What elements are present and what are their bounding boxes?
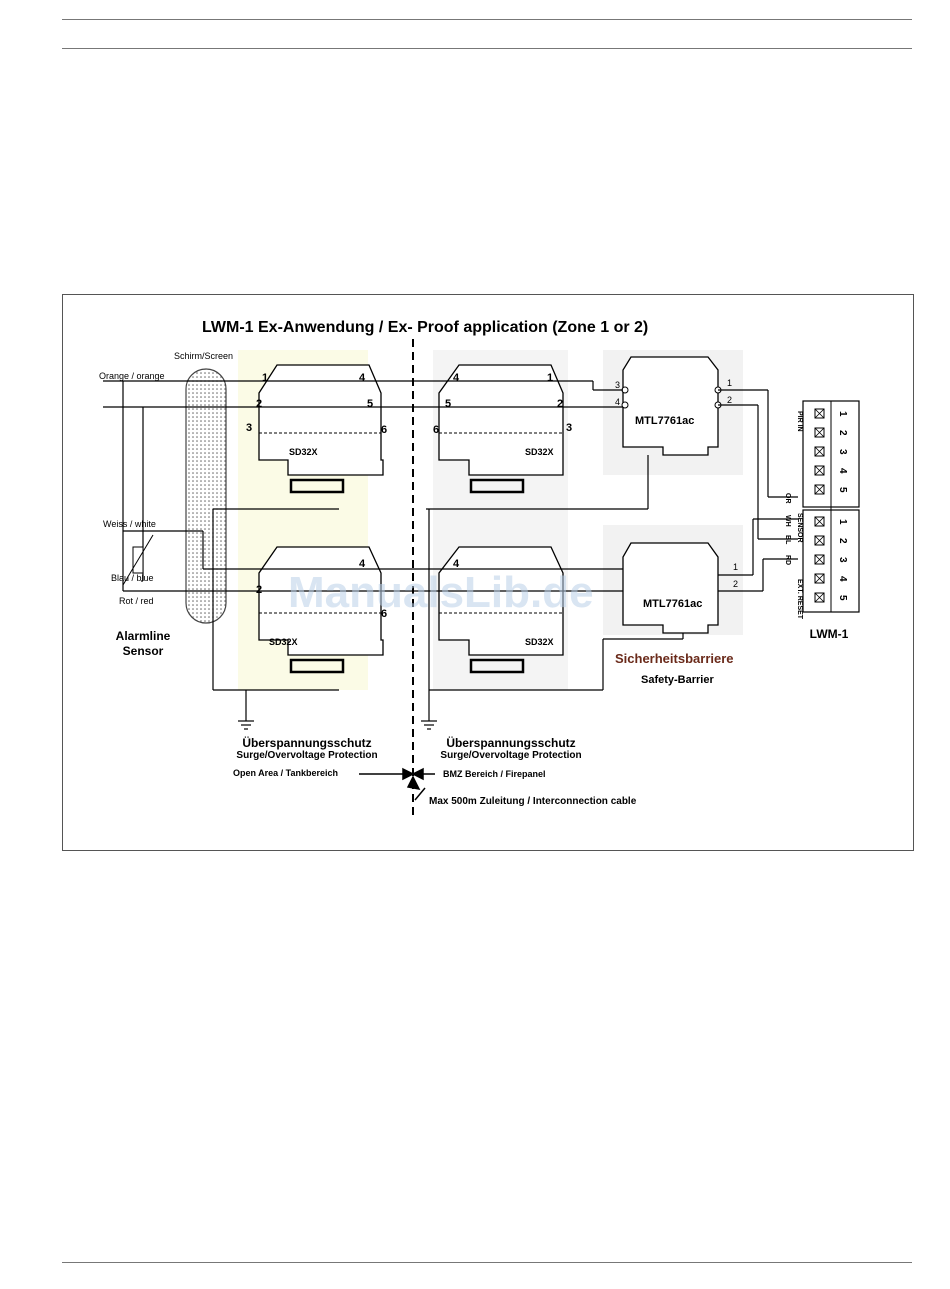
- terminal-number: 6: [381, 608, 387, 620]
- ground-symbols: [238, 715, 437, 730]
- lwm1-terminal-screw-icon: [814, 408, 825, 419]
- lwm1-wire-code: WH: [784, 515, 791, 527]
- diagram-title: LWM-1 Ex-Anwendung / Ex- Proof applicati…: [202, 319, 648, 336]
- surge-module-top-right: SD32X: [438, 364, 564, 494]
- barrier-caption-de: Sicherheitsbarriere: [615, 651, 734, 666]
- wiring-diagram: LWM-1 Ex-Anwendung / Ex- Proof applicati…: [99, 319, 860, 815]
- surge-caption-right-en: Surge/Overvoltage Protection: [440, 750, 581, 761]
- terminal-number: 5: [445, 398, 451, 410]
- terminal-number: 4: [453, 558, 460, 570]
- barrier-label: MTL7761ac: [643, 598, 702, 610]
- sensor-caption-line1: Alarmline: [116, 629, 171, 643]
- module-terminal-numbers: 1 2 3 4 5 6 4 5 6 1 2 3 4 2 6 4: [246, 372, 572, 620]
- surge-caption-left-en: Surge/Overvoltage Protection: [236, 750, 377, 761]
- lwm1-terminal-numbers: 1 2 3 4 5 1 2 3 4 5: [837, 411, 848, 601]
- sensor-caption-line2: Sensor: [123, 644, 164, 658]
- surge-caption-left-de: Überspannungsschutz: [242, 735, 371, 750]
- surge-module-label: SD32X: [525, 447, 554, 457]
- wiring-diagram-frame: LWM-1 Ex-Anwendung / Ex- Proof applicati…: [62, 294, 914, 851]
- terminal-number: 4: [453, 372, 460, 384]
- terminal-number: 2: [557, 398, 563, 410]
- lwm1-terminal-screw-icon: [814, 465, 825, 476]
- safety-barrier-bottom: MTL7761ac: [622, 542, 719, 634]
- wire-label-white: Weiss / white: [103, 519, 156, 529]
- surge-module-top-left: SD32X: [258, 364, 384, 494]
- barrier-terminal-number: 3: [615, 380, 620, 390]
- left-wiring: [103, 380, 509, 715]
- lwm1-group-sensor: SENSOR: [796, 513, 803, 543]
- area-left-label: Open Area / Tankbereich: [233, 768, 338, 778]
- terminal-number: 2: [256, 584, 262, 596]
- terminal-number: 6: [433, 424, 439, 436]
- lwm1-terminal-screw-icon: [814, 427, 825, 438]
- lwm1-terminal-number: 4: [837, 468, 848, 474]
- barrier-terminal-number: 1: [733, 562, 738, 572]
- lwm1-terminal-screw-icon: [814, 592, 825, 603]
- cable-note: Max 500m Zuleitung / Interconnection cab…: [429, 796, 637, 807]
- lwm1-terminal-screw-icon: [814, 446, 825, 457]
- barrier-label: MTL7761ac: [635, 415, 694, 427]
- lwm1-terminal-number: 1: [837, 519, 848, 525]
- watermark-text: ManualsLib.de: [288, 568, 594, 617]
- lwm1-terminal-number: 4: [837, 576, 848, 582]
- surge-module-bottom-right: SD32X: [438, 546, 564, 674]
- lwm1-terminals: [814, 408, 825, 603]
- lwm1-terminal-screw-icon: [814, 516, 825, 527]
- lwm1-terminal-number: 3: [837, 449, 848, 455]
- lwm1-terminal-screw-icon: [814, 554, 825, 565]
- terminal-number: 2: [256, 398, 262, 410]
- lwm1-terminal-screw-icon: [814, 484, 825, 495]
- barrier-terminal-numbers: 3 4 1 2 1 2: [615, 378, 738, 589]
- safety-barrier-top: MTL7761ac: [621, 356, 722, 456]
- wire-label-blue: Blau / blue: [111, 573, 154, 583]
- surge-module-label: SD32X: [525, 637, 554, 647]
- surge-module-bottom-left: SD32X: [258, 546, 384, 674]
- terminal-number: 5: [367, 398, 373, 410]
- barrier-terminal-number: 1: [727, 378, 732, 388]
- lwm1-label: LWM-1: [810, 627, 849, 641]
- terminal-number: 4: [359, 558, 366, 570]
- barrier-terminal-number: 2: [727, 395, 732, 405]
- lwm1-wire-code: BL: [784, 535, 791, 545]
- lwm1-terminal-block: [802, 400, 860, 613]
- lwm1-terminal-number: 1: [837, 411, 848, 417]
- lwm1-terminal-number: 2: [837, 538, 848, 544]
- lwm1-wire-code: RD: [784, 555, 791, 565]
- barrier-terminal-number: 2: [733, 579, 738, 589]
- lwm1-terminal-number: 5: [837, 487, 848, 493]
- lwm1-terminal-screw-icon: [814, 535, 825, 546]
- barrier-terminal-number: 4: [615, 397, 620, 407]
- sensor-arrow: [122, 534, 154, 586]
- terminal-number: 1: [547, 372, 553, 384]
- wire-label-red: Rot / red: [119, 596, 154, 606]
- lwm1-terminal-screw-icon: [814, 573, 825, 584]
- area-right-label: BMZ Bereich / Firepanel: [443, 769, 546, 779]
- terminal-number: 3: [246, 422, 252, 434]
- wire-label-orange: Orange / orange: [99, 371, 165, 381]
- area-arrows: [359, 767, 435, 801]
- lwm1-terminal-number: 2: [837, 430, 848, 436]
- barrier-wiring: [509, 380, 798, 691]
- footer-rule: [62, 1262, 912, 1263]
- terminal-number: 1: [262, 372, 268, 384]
- surge-module-label: SD32X: [289, 447, 318, 457]
- lwm1-wire-code: OR: [784, 493, 791, 504]
- cable-shield: [185, 368, 227, 624]
- header-rule-top: [62, 19, 912, 20]
- terminal-number: 6: [381, 424, 387, 436]
- barrier-caption-en: Safety-Barrier: [641, 674, 714, 686]
- surge-module-label: SD32X: [269, 637, 298, 647]
- interconnection-wires: [381, 380, 439, 592]
- lwm1-group-reset: EXT. RESET: [796, 579, 803, 620]
- lwm1-group-pir: PIR IN: [796, 411, 803, 432]
- surge-caption-right-de: Überspannungsschutz: [446, 735, 575, 750]
- terminal-number: 4: [359, 372, 366, 384]
- lwm1-terminal-number: 3: [837, 557, 848, 563]
- shield-label: Schirm/Screen: [174, 351, 233, 361]
- terminal-number: 3: [566, 422, 572, 434]
- header-rule-bottom: [62, 48, 912, 49]
- lwm1-terminal-number: 5: [837, 595, 848, 601]
